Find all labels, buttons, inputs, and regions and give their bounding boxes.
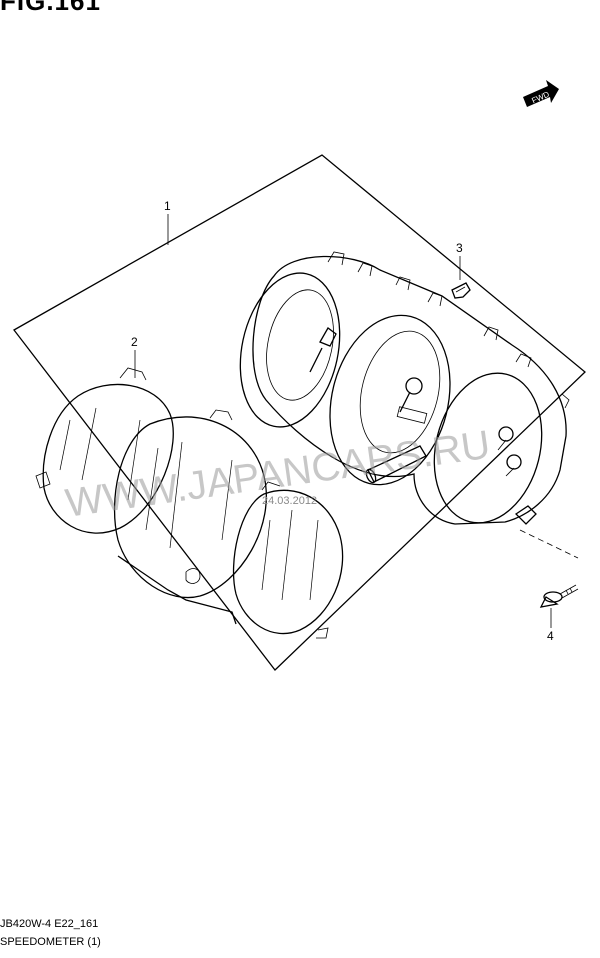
screw-leader xyxy=(519,529,579,559)
svg-text:2: 2 xyxy=(131,335,138,349)
callout-1: 1 xyxy=(164,199,171,245)
fuel-temp-gauge xyxy=(433,372,543,524)
lens-center xyxy=(113,416,267,599)
meter-housing xyxy=(239,251,570,525)
svg-text:24.03.2012: 24.03.2012 xyxy=(262,495,317,507)
callout-4: 4 xyxy=(547,608,554,643)
svg-text:1: 1 xyxy=(164,199,171,213)
trip-reset-knob xyxy=(367,445,427,483)
callout-2: 2 xyxy=(131,335,138,378)
svg-text:3: 3 xyxy=(456,241,463,255)
fwd-label: FWD xyxy=(530,90,551,106)
odometer-window xyxy=(396,406,428,424)
lens-right xyxy=(232,489,344,635)
lens-left xyxy=(42,383,174,534)
speedometer-gauge xyxy=(329,314,451,486)
speedometer-needle-hub xyxy=(405,377,423,395)
assembly-outline xyxy=(13,154,586,671)
svg-text:4: 4 xyxy=(547,629,554,643)
callout-3: 3 xyxy=(456,241,463,280)
meter-glass-lens xyxy=(35,367,344,639)
figure-title: FIG.161 xyxy=(0,0,101,16)
figure-caption: SPEEDOMETER (1) xyxy=(0,936,101,948)
clip-icon xyxy=(451,282,471,299)
fwd-arrow-icon: FWD xyxy=(523,80,559,107)
tachometer-gauge xyxy=(239,272,341,428)
tachometer-needle-hub xyxy=(319,327,337,347)
figure-code: JB420W-4 E22_161 xyxy=(0,918,99,930)
screw-icon xyxy=(539,584,579,608)
